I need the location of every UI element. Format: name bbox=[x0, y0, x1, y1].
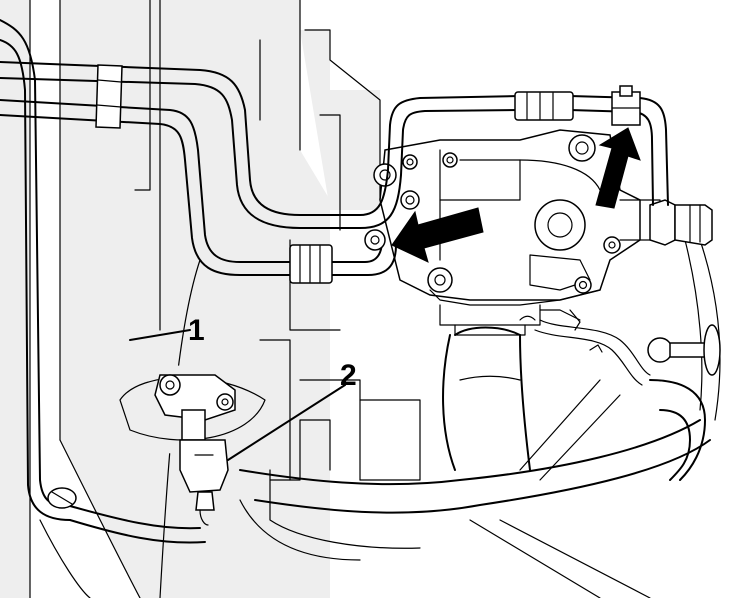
sleeve-lower bbox=[289, 244, 333, 284]
callout-leaders bbox=[129, 329, 346, 461]
sensor-assembly bbox=[115, 365, 266, 526]
arrow-up-right-icon bbox=[595, 127, 641, 209]
bolt-top-center bbox=[442, 152, 458, 168]
line-clamps bbox=[47, 64, 641, 509]
clamp-lower-left bbox=[47, 487, 77, 509]
sleeve-upper bbox=[514, 91, 574, 121]
bolt-top-left bbox=[373, 163, 397, 187]
clip-upper-right bbox=[611, 85, 641, 126]
bolt-top-mid bbox=[402, 154, 418, 170]
upper-lines bbox=[0, 19, 669, 544]
bolt-bottom-left bbox=[427, 267, 453, 293]
bolt-top-right bbox=[568, 134, 596, 162]
arrow-left-icon bbox=[391, 207, 484, 263]
bolt-bottom-right bbox=[603, 236, 621, 254]
bolt-mid-left bbox=[400, 190, 420, 210]
clamp-upper-left bbox=[95, 64, 123, 129]
background-panels bbox=[0, 0, 380, 598]
callout-label-2: 2 bbox=[340, 359, 357, 392]
main-housing bbox=[379, 129, 713, 336]
lower-hoses bbox=[239, 239, 721, 598]
vacuum-fitting bbox=[519, 309, 721, 386]
callout-label-1: 1 bbox=[188, 314, 205, 347]
housing-bolts bbox=[373, 134, 621, 293]
